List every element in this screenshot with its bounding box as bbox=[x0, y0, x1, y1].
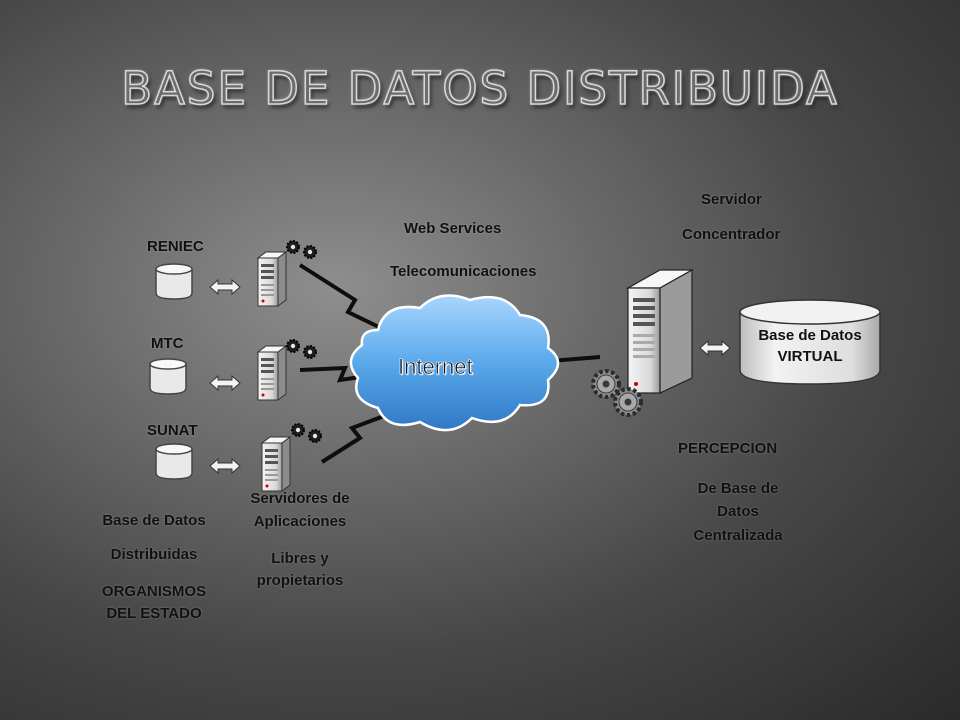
mtc-server-icon bbox=[257, 345, 287, 401]
sunat-server-icon bbox=[261, 436, 291, 492]
reniec-server-icon bbox=[257, 251, 287, 307]
perception-label-line4: Centralizada bbox=[693, 527, 783, 544]
virtual-db-label-line2: VIRTUAL bbox=[777, 348, 843, 365]
virtual-db-sync-arrow-icon bbox=[699, 340, 731, 356]
perception-label-line3: Datos bbox=[717, 503, 759, 520]
distributed-label-line4: DEL ESTADO bbox=[106, 605, 202, 622]
internet-label: Internet bbox=[398, 354, 473, 380]
perception-label-line2: De Base de bbox=[697, 480, 779, 497]
app-servers-label-line4: propietarios bbox=[256, 572, 344, 589]
web-services-label: Web Services bbox=[404, 220, 502, 237]
mtc-label: MTC bbox=[151, 335, 184, 352]
sunat-label: SUNAT bbox=[147, 422, 198, 439]
concentrator-label-line1: Servidor bbox=[701, 191, 762, 208]
perception-label-line1: PERCEPCION bbox=[678, 440, 778, 457]
app-servers-label-line3: Libres y bbox=[271, 550, 329, 567]
concentrator-label-line2: Concentrador bbox=[682, 226, 781, 243]
mtc-gear-icon bbox=[286, 339, 317, 359]
internet-cloud bbox=[349, 294, 560, 432]
app-servers-label-line1: Servidores de bbox=[250, 490, 350, 507]
virtual-db-label-line1: Base de Datos bbox=[758, 327, 862, 344]
sunat-gear-icon bbox=[291, 423, 322, 443]
slide-title: BASE DE DATOS DISTRIBUIDA bbox=[120, 61, 839, 116]
sunat-database-icon bbox=[155, 443, 193, 480]
reniec-sync-arrow-icon bbox=[209, 279, 241, 295]
app-servers-label-line2: Aplicaciones bbox=[253, 513, 347, 530]
telecom-label: Telecomunicaciones bbox=[390, 263, 537, 280]
mtc-database-icon bbox=[149, 358, 187, 395]
reniec-database-icon bbox=[155, 263, 193, 300]
distributed-label-line3: ORGANISMOS bbox=[101, 583, 207, 600]
virtual-database-icon bbox=[739, 299, 881, 385]
sunat-sync-arrow-icon bbox=[209, 458, 241, 474]
reniec-gear-icon bbox=[286, 240, 317, 259]
reniec-label: RENIEC bbox=[147, 238, 204, 255]
mtc-sync-arrow-icon bbox=[209, 375, 241, 391]
distributed-label-line1: Base de Datos bbox=[102, 512, 206, 529]
concentrator-server-icon bbox=[625, 268, 695, 394]
distributed-label-line2: Distribuidas bbox=[110, 546, 198, 563]
